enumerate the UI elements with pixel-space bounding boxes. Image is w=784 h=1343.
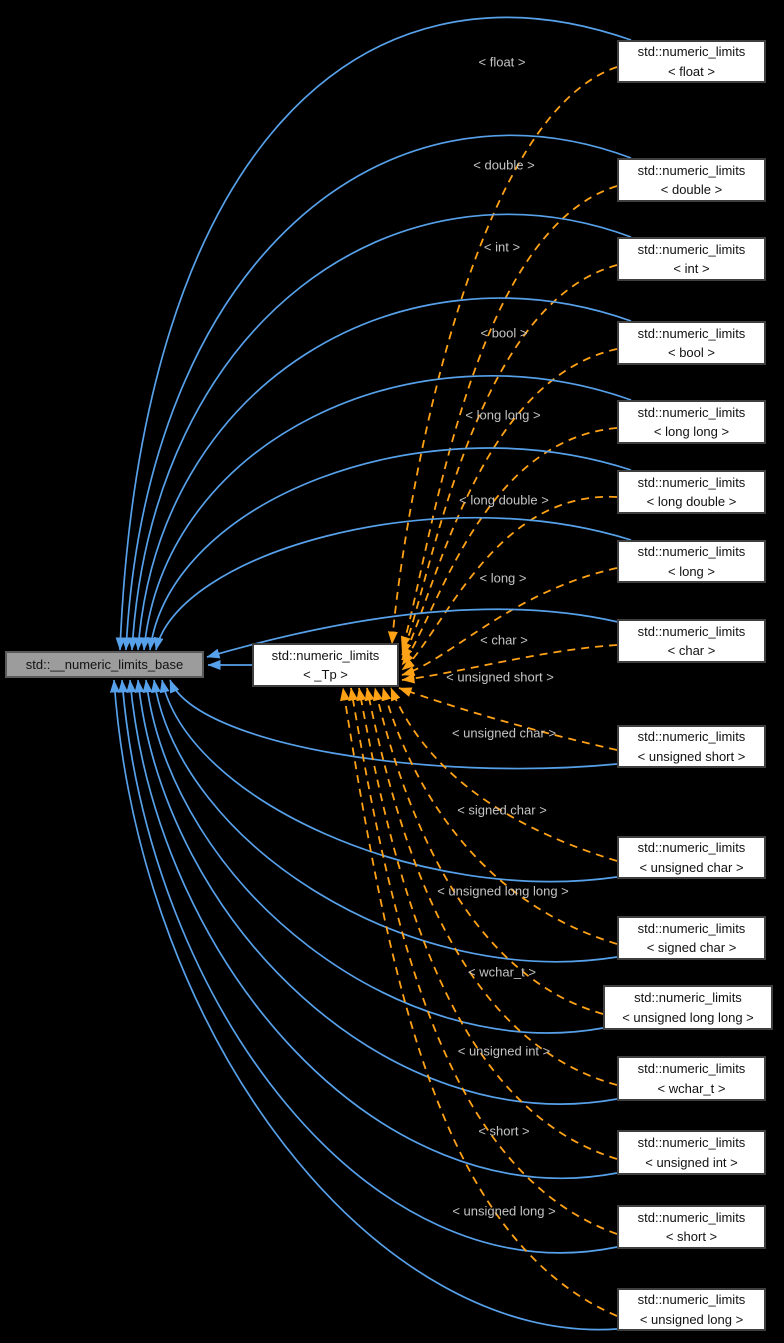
class-node-bool[interactable]: std::numeric_limits< bool >: [617, 321, 766, 365]
class-node-unsigned-long[interactable]: std::numeric_limits< unsigned long >: [617, 1288, 766, 1331]
class-node-signed-char-line2: < signed char >: [646, 940, 737, 955]
edge-label-long: < long >: [479, 570, 527, 586]
class-node-int-line2: < int >: [673, 261, 710, 276]
class-node-template[interactable]: std::numeric_limits < _Tp >: [252, 643, 399, 687]
class-node-short[interactable]: std::numeric_limits< short >: [617, 1205, 766, 1249]
class-node-unsigned-long-long-line2: < unsigned long long >: [622, 1009, 754, 1025]
edge-label-long-double: < long double >: [459, 492, 549, 508]
class-node-unsigned-int-line2: < unsigned int >: [645, 1154, 738, 1170]
inheritance-edge-long-double: [146, 447, 632, 651]
class-node-unsigned-long-long[interactable]: std::numeric_limits< unsigned long long …: [603, 985, 773, 1030]
class-node-unsigned-short-line1: std::numeric_limits: [637, 729, 746, 744]
class-node-unsigned-char-line1: std::numeric_limits: [637, 840, 746, 855]
template-edge-float: [387, 66, 618, 645]
class-node-unsigned-char[interactable]: std::numeric_limits< unsigned char >: [617, 836, 766, 879]
edge-label-wchar-t: < wchar_t >: [468, 964, 536, 980]
class-node-double-line1: std::numeric_limits: [637, 162, 746, 178]
class-node-float-line1: std::numeric_limits: [637, 44, 746, 59]
template-edge-short: [348, 687, 618, 1235]
class-node-unsigned-int[interactable]: std::numeric_limits< unsigned int >: [617, 1130, 766, 1175]
class-node-unsigned-long-long-line1: std::numeric_limits: [634, 990, 742, 1005]
class-node-long-long-line2: < long long >: [653, 424, 730, 439]
template-edge-unsigned-short: [398, 687, 618, 751]
class-node-short-line1: std::numeric_limits: [637, 1209, 746, 1225]
class-node-float-line2: < float >: [668, 63, 715, 79]
inheritance-edge-unsigned-short: [169, 679, 618, 770]
template-edge-unsigned-char: [390, 687, 618, 862]
template-edge-unsigned-long: [340, 687, 618, 1317]
class-node-bool-line2: < bool >: [668, 345, 715, 360]
class-node-unsigned-short[interactable]: std::numeric_limits< unsigned short >: [617, 725, 766, 768]
edge-label-signed-char: < signed char >: [457, 802, 547, 818]
class-node-template-line2: < _Tp >: [303, 667, 348, 682]
edge-label-unsigned-char: < unsigned char >: [451, 725, 557, 741]
edge-label-unsigned-short: < unsigned short >: [446, 669, 554, 685]
class-node-wchar-t-line2: < wchar_t >: [657, 1080, 726, 1096]
class-node-long-long[interactable]: std::numeric_limits< long long >: [617, 400, 766, 444]
class-node-double-line2: < double >: [660, 182, 723, 197]
inheritance-edge-double: [121, 134, 632, 651]
class-node-double[interactable]: std::numeric_limits< double >: [617, 158, 766, 202]
inheritance-edge-float: [115, 16, 632, 651]
class-node-unsigned-long-line1: std::numeric_limits: [637, 1292, 746, 1307]
edge-label-unsigned-long: < unsigned long >: [452, 1203, 556, 1219]
class-node-long[interactable]: std::numeric_limits< long >: [617, 540, 766, 583]
class-node-unsigned-short-line2: < unsigned short >: [637, 748, 746, 764]
inheritance-edge-signed-char: [151, 679, 618, 963]
class-node-signed-char-line1: std::numeric_limits: [637, 920, 746, 936]
edge-label-unsigned-long-long: < unsigned long long >: [437, 883, 569, 899]
class-node-unsigned-int-line1: std::numeric_limits: [637, 1135, 746, 1150]
class-node-unsigned-char-line2: < unsigned char >: [639, 859, 744, 875]
class-node-base[interactable]: std::__numeric_limits_base: [5, 651, 204, 678]
class-node-signed-char[interactable]: std::numeric_limits< signed char >: [617, 916, 766, 960]
class-node-long-double-line2: < long double >: [646, 494, 737, 509]
class-node-template-line1: std::numeric_limits: [271, 647, 380, 663]
inheritance-edge-short: [118, 679, 618, 1254]
inheritance-edge-unsigned-int: [126, 679, 618, 1179]
edge-label-double: < double >: [473, 157, 535, 173]
class-node-base-label: std::__numeric_limits_base: [25, 656, 184, 672]
class-node-wchar-t-line1: std::numeric_limits: [637, 1061, 746, 1076]
edge-label-float: < float >: [478, 54, 526, 70]
inheritance-edge-long-long: [140, 375, 632, 651]
class-node-long-line1: std::numeric_limits: [637, 544, 746, 559]
edge-label-char: < char >: [480, 632, 528, 648]
class-node-unsigned-long-line2: < unsigned long >: [639, 1311, 744, 1327]
class-node-long-line2: < long >: [668, 563, 715, 579]
class-node-long-double[interactable]: std::numeric_limits< long double >: [617, 470, 766, 514]
inheritance-edge-int: [127, 213, 632, 651]
edge-label-unsigned-int: < unsigned int >: [457, 1043, 551, 1059]
edge-label-short: < short >: [478, 1123, 530, 1139]
class-node-wchar-t[interactable]: std::numeric_limits< wchar_t >: [617, 1056, 766, 1101]
class-node-char[interactable]: std::numeric_limits< char >: [617, 619, 766, 663]
edge-label-long-long: < long long >: [465, 407, 541, 423]
class-node-int-line1: std::numeric_limits: [637, 241, 746, 257]
inheritance-edge-unsigned-char: [159, 679, 618, 883]
template-edge-long-long: [401, 427, 618, 666]
class-node-long-double-line1: std::numeric_limits: [637, 474, 746, 490]
inheritance-edge-bool: [133, 297, 632, 651]
template-edge-unsigned-int: [356, 687, 618, 1160]
class-node-short-line2: < short >: [665, 1229, 718, 1244]
inheritance-edge-long: [153, 516, 632, 651]
inheritance-edge-unsigned-long: [109, 679, 618, 1331]
class-node-char-line1: std::numeric_limits: [637, 623, 746, 639]
edge-label-int: < int >: [483, 239, 521, 255]
edge-label-bool: < bool >: [480, 325, 528, 341]
class-node-float[interactable]: std::numeric_limits< float >: [617, 40, 766, 83]
class-node-long-long-line1: std::numeric_limits: [637, 404, 746, 420]
template-edge-int: [401, 264, 618, 656]
class-node-bool-line1: std::numeric_limits: [637, 325, 746, 341]
class-node-char-line2: < char >: [667, 643, 716, 658]
class-node-int[interactable]: std::numeric_limits< int >: [617, 237, 766, 281]
